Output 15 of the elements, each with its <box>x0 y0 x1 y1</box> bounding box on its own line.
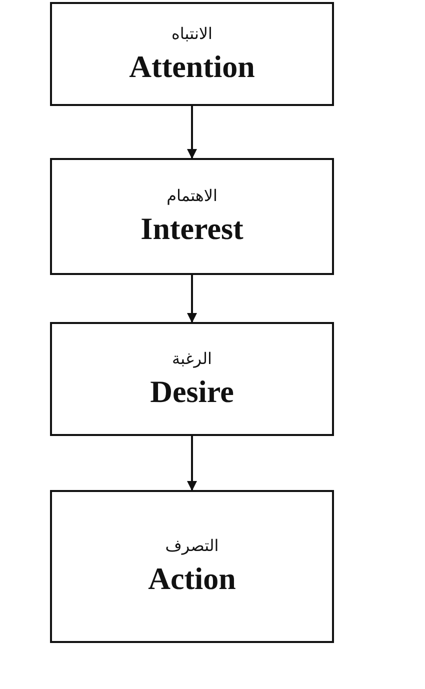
process-box <box>50 490 334 643</box>
stage-label: Action <box>148 561 236 597</box>
arabic-label: الاهتمام <box>166 186 218 205</box>
arabic-label: الانتباه <box>172 24 212 42</box>
arrow <box>187 436 197 491</box>
process-box <box>50 322 334 436</box>
arrow <box>187 275 197 323</box>
stage-label: Desire <box>150 374 234 410</box>
stage-label: Interest <box>140 211 244 247</box>
arrow <box>187 106 197 159</box>
stage-label: Attention <box>129 48 255 84</box>
process-box <box>50 2 334 106</box>
process-box <box>50 158 334 275</box>
arabic-label: الرغبة <box>172 348 212 368</box>
arabic-label: التصرف <box>165 536 219 555</box>
